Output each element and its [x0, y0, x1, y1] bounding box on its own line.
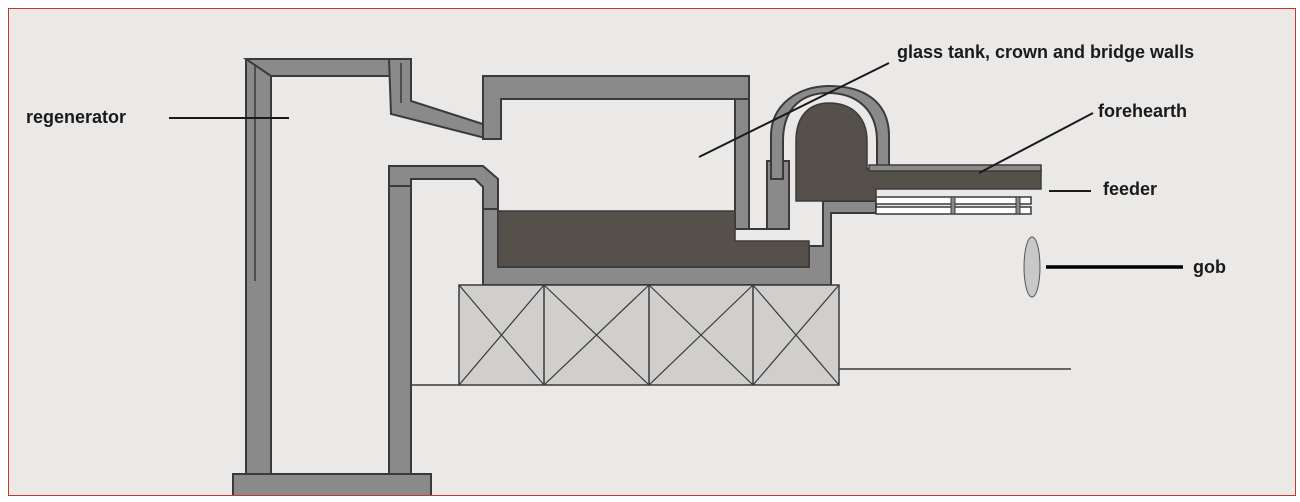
regenerator-top-wall	[242, 58, 392, 77]
label-forehearth: forehearth	[1098, 101, 1187, 121]
feeder	[875, 196, 1032, 215]
regenerator-right-wall	[388, 165, 412, 475]
feeder-post-1	[950, 196, 956, 215]
diagram-frame: regenerator glass tank, crown and bridge…	[8, 8, 1296, 496]
glass-furnace-diagram: regenerator glass tank, crown and bridge…	[26, 42, 1226, 495]
regenerator-left-wall	[245, 58, 272, 475]
molten-glass	[497, 210, 810, 268]
leader-forehearth	[978, 112, 1094, 174]
regenerator	[232, 58, 432, 495]
tank-crown	[482, 75, 750, 140]
foundation-dividers	[543, 285, 754, 385]
regenerator-base	[232, 473, 432, 495]
gob-drop	[1023, 236, 1041, 298]
label-gob: gob	[1193, 257, 1226, 277]
label-glass-tank: glass tank, crown and bridge walls	[897, 42, 1194, 62]
port-upper-duct	[387, 58, 490, 141]
forehearth	[770, 84, 1042, 202]
foundation-crosses	[458, 284, 840, 386]
label-feeder: feeder	[1103, 179, 1157, 199]
glass-tank	[482, 75, 877, 286]
leader-glass-tank	[698, 62, 890, 158]
label-regenerator: regenerator	[26, 107, 126, 127]
forehearth-top-plate	[868, 164, 1042, 172]
foundation	[458, 284, 840, 386]
forehearth-glass-channel	[795, 102, 1042, 202]
port-lower-duct	[388, 165, 499, 212]
feeder-post-2	[1015, 196, 1021, 215]
